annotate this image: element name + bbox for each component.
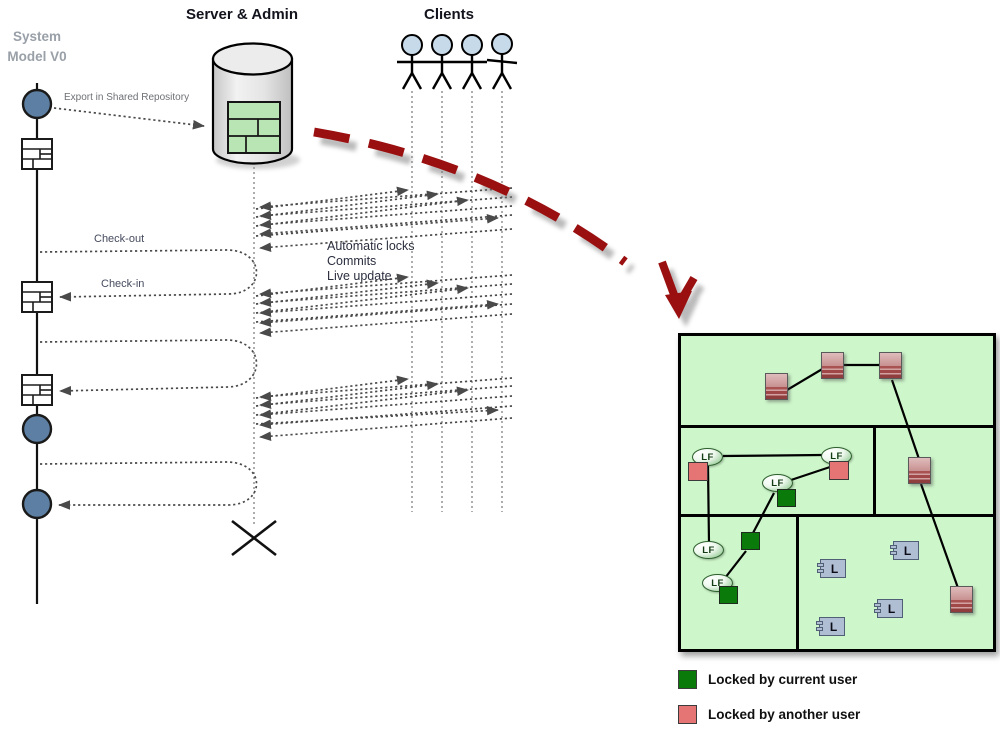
client-actor-icon <box>486 33 518 90</box>
red-transition-arrow <box>313 127 705 327</box>
server-database-icon <box>211 42 300 169</box>
legend-label: Locked by current user <box>708 672 858 687</box>
panel-divider <box>681 514 993 517</box>
event-line: Automatic locks <box>327 239 415 253</box>
lock-component-icon: L <box>817 559 846 578</box>
client-actors <box>397 33 518 90</box>
export-label: Export in Shared Repository <box>64 92 190 103</box>
locked-other-square <box>829 461 849 480</box>
clients-title: Clients <box>424 6 475 23</box>
checkout-checkin-loops <box>39 249 258 510</box>
lock-full-badge: LF <box>693 541 724 559</box>
events-label: Automatic locks Commits Live update <box>327 239 415 283</box>
locked-current-square <box>719 586 738 604</box>
message-arrows-bundle-2 <box>255 273 513 337</box>
component-tab-icon <box>816 621 823 625</box>
component-tab-icon <box>817 563 824 567</box>
lock-full-badge: LF <box>692 448 723 466</box>
repository-model-icon <box>227 101 281 154</box>
event-line: Live update <box>327 268 392 283</box>
destruction-cross-icon <box>231 519 277 557</box>
message-arrows-bundle-3 <box>255 375 513 441</box>
legend-item-current-user: Locked by current user <box>678 670 857 689</box>
system-model-title: System Model V0 <box>7 29 67 64</box>
version-timeline <box>21 83 53 604</box>
model-version-icon <box>21 281 53 313</box>
lock-component-label: L <box>830 561 839 576</box>
model-version-icon <box>21 374 53 406</box>
legend-label: Locked by another user <box>708 707 861 722</box>
locked-current-square <box>741 532 760 550</box>
component-tab-icon <box>816 627 823 631</box>
timeline-node-icon <box>21 88 53 120</box>
lock-component-icon: L <box>874 599 903 618</box>
export-arrow <box>53 107 205 130</box>
server-admin-title: Server & Admin <box>186 6 298 23</box>
lock-component-icon: L <box>890 541 919 560</box>
lock-component-label: L <box>887 601 896 616</box>
client-actor-icon <box>457 34 487 90</box>
lock-component-icon: L <box>816 617 845 636</box>
lock-component-label: L <box>829 619 838 634</box>
event-line: Commits <box>327 253 377 268</box>
checkout-label: Check-out <box>94 233 145 245</box>
panel-divider <box>681 425 993 428</box>
checkin-label: Check-in <box>101 278 145 290</box>
model-element-box <box>821 352 844 379</box>
legend-swatch-green <box>678 670 697 689</box>
model-element-box <box>765 373 788 400</box>
panel-divider <box>873 425 876 517</box>
component-tab-icon <box>890 551 897 555</box>
timeline-node-icon <box>21 413 53 445</box>
locked-current-square <box>777 489 796 507</box>
legend-item-another-user: Locked by another user <box>678 705 860 724</box>
component-tab-icon <box>874 603 881 607</box>
lock-component-label: L <box>903 543 912 558</box>
model-element-box <box>879 352 902 379</box>
component-tab-icon <box>817 569 824 573</box>
locked-other-square <box>688 462 708 481</box>
model-version-icon <box>21 138 53 170</box>
client-actor-icon <box>427 34 457 90</box>
model-panel <box>678 333 996 652</box>
timeline-node-icon <box>21 488 53 520</box>
lifelines <box>253 91 503 524</box>
client-actor-icon <box>397 34 427 90</box>
component-tab-icon <box>890 545 897 549</box>
component-tab-icon <box>874 609 881 613</box>
panel-divider <box>796 514 799 649</box>
model-element-box <box>908 457 931 484</box>
model-element-box <box>950 586 973 613</box>
legend-swatch-red <box>678 705 697 724</box>
